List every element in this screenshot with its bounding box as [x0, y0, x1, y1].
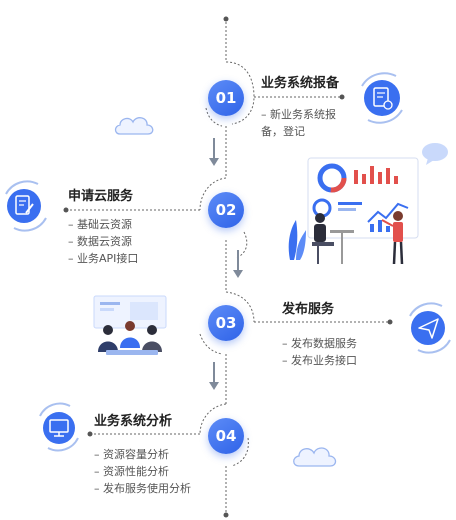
step-number-04: 04: [208, 418, 244, 454]
list-item: 资源性能分析: [94, 463, 191, 480]
start-dot: [223, 16, 229, 22]
paper-plane-icon: [409, 302, 451, 354]
chat-bubble-icon: [422, 143, 448, 165]
step-title-01: 业务系统报备: [261, 76, 340, 91]
step-number-03: 03: [208, 305, 244, 341]
cloud-icon: [114, 117, 154, 135]
step-number-01: 01: [208, 80, 244, 116]
step-title-03: 发布服务: [282, 302, 335, 317]
down-arrow-icon: [233, 250, 243, 278]
arc-02: [199, 177, 227, 211]
list-item: 发布业务接口: [282, 352, 357, 369]
step-items-01: 新业务系统报备，登记: [261, 106, 345, 140]
step-title-04: 业务系统分析: [94, 414, 173, 429]
step-number-02: 02: [208, 192, 244, 228]
step-items-02: 基础云资源 数据云资源 业务API接口: [68, 216, 138, 267]
cloud-icon: [293, 447, 337, 467]
down-arrow-icon: [209, 362, 219, 390]
list-item: 发布数据服务: [282, 335, 357, 352]
step-items-03: 发布数据服务 发布业务接口: [282, 335, 357, 369]
step-items-04: 资源容量分析 资源性能分析 发布服务使用分析: [94, 446, 191, 497]
step-title-02: 申请云服务: [68, 189, 134, 204]
document-edit-icon: [5, 180, 47, 232]
list-item: 新业务系统报备，登记: [261, 106, 345, 140]
list-item: 资源容量分析: [94, 446, 191, 463]
list-item: 发布服务使用分析: [94, 480, 191, 497]
arc-03: [225, 291, 255, 323]
document-gear-icon: [361, 72, 403, 124]
arc-01: [225, 61, 255, 125]
list-item: 数据云资源: [68, 233, 138, 250]
down-arrow-icon: [209, 138, 219, 166]
list-item: 业务API接口: [68, 250, 138, 267]
end-dot: [223, 512, 229, 518]
analytics-illustration: [288, 157, 419, 265]
monitor-chart-icon: [39, 402, 79, 452]
list-item: 基础云资源: [68, 216, 138, 233]
team-illustration: [93, 295, 167, 355]
